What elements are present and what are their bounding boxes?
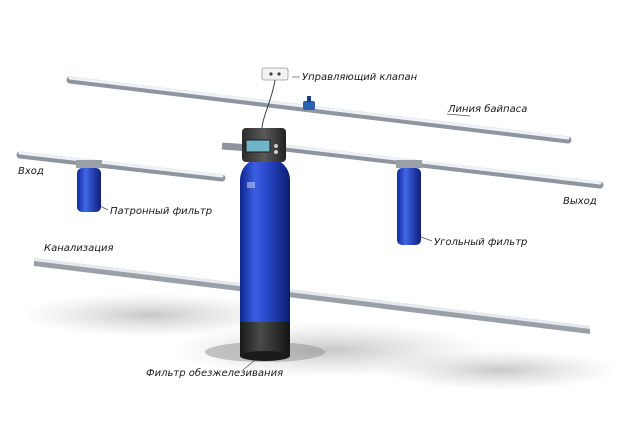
inlet-label: Вход [18, 166, 44, 177]
iron-removal-tank [240, 158, 290, 361]
bypass-valve [303, 96, 315, 110]
sewer-pipe [34, 150, 590, 334]
inlet-pipe [16, 142, 251, 182]
iron-filter-leader [242, 359, 256, 371]
bypass-pipe [66, 76, 576, 180]
power-socket [261, 67, 289, 129]
outlet-label: Выход [563, 196, 597, 207]
bypass-leader [446, 113, 471, 117]
cartridge-filter-leader [99, 205, 109, 211]
control-valve-label: Управляющий клапан [302, 72, 418, 83]
carbon-filter [396, 160, 422, 245]
sewer-label: Канализация [44, 243, 114, 254]
iron-removal-filter-label: Фильтр обезжелезивания [146, 367, 283, 379]
control-valve-head [242, 128, 286, 162]
cartridge-filter [76, 160, 102, 212]
floor-shadows [20, 293, 620, 390]
outlet-pipe [281, 144, 604, 189]
carbon-filter-label: Угольный фильтр [434, 237, 527, 248]
carbon-filter-leader [420, 236, 433, 242]
cartridge-filter-label: Патронный фильтр [110, 206, 212, 217]
bypass-line-label: Линия байпаса [447, 103, 527, 115]
